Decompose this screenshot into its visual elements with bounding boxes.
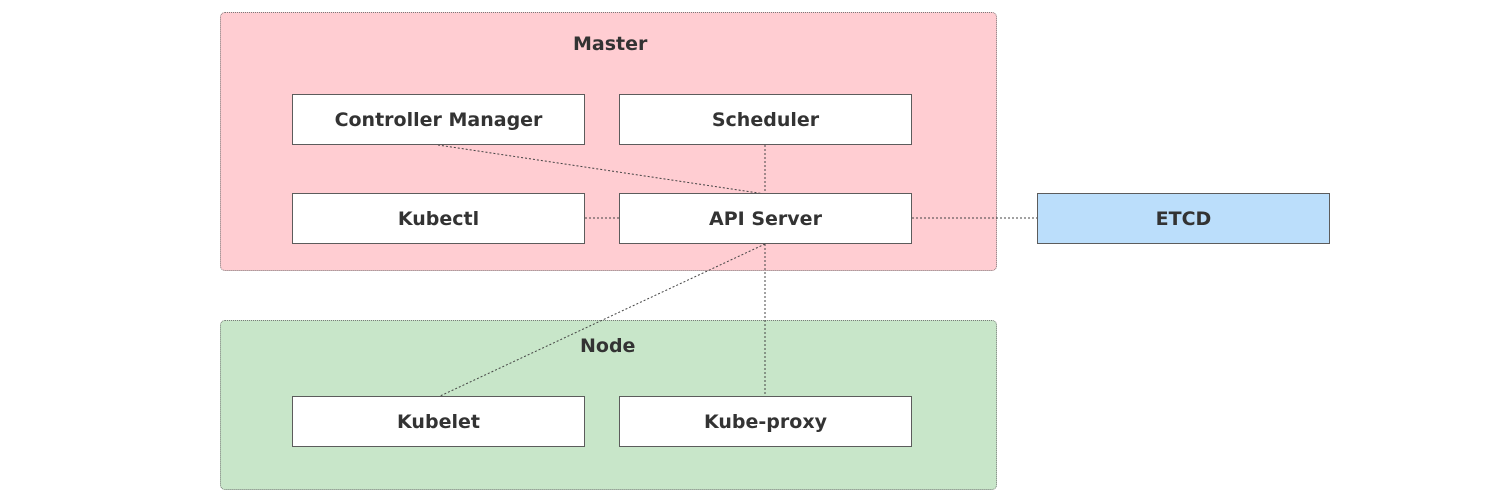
master-title: Master	[573, 33, 648, 55]
controller-manager-box: Controller Manager	[292, 94, 585, 145]
connector-api-server-kubelet	[437, 243, 766, 398]
kubectl-label: Kubectl	[397, 207, 480, 230]
scheduler-box: Scheduler	[619, 94, 912, 145]
kube-proxy-label: Kube-proxy	[704, 410, 827, 433]
kubelet-label: Kubelet	[397, 410, 480, 433]
scheduler-label: Scheduler	[711, 108, 820, 131]
kube-proxy-box: Kube-proxy	[619, 396, 912, 447]
node-title: Node	[580, 335, 636, 357]
kubelet-box: Kubelet	[292, 396, 585, 447]
kubectl-box: Kubectl	[292, 193, 585, 244]
etcd-label: ETCD	[1155, 207, 1212, 230]
connector-controller-manager-api-server	[437, 144, 766, 195]
api-server-label: API Server	[709, 207, 822, 230]
etcd-box: ETCD	[1037, 193, 1330, 244]
api-server-box: API Server	[619, 193, 912, 244]
controller-manager-label: Controller Manager	[334, 108, 543, 131]
